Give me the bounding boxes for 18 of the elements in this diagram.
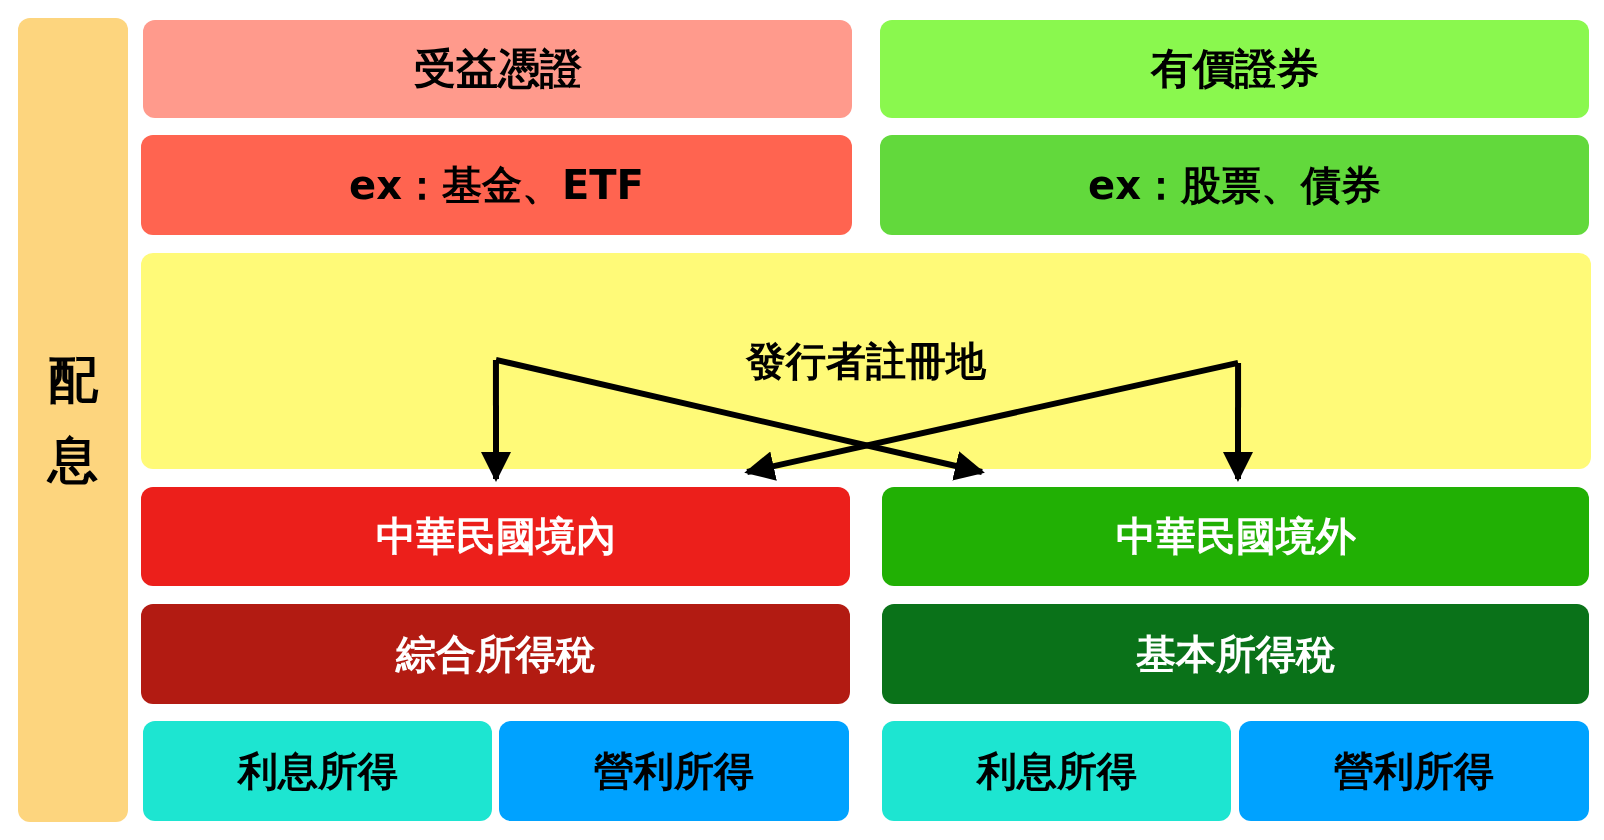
category-box: 營利所得 [1239, 721, 1589, 821]
category-box: 利息所得 [882, 721, 1231, 821]
category-box: 中華民國境外 [882, 487, 1589, 586]
category-box: 有價證券 [880, 20, 1589, 118]
category-box: 利息所得 [143, 721, 492, 821]
category-box: 基本所得稅 [882, 604, 1589, 704]
category-box: 中華民國境內 [141, 487, 850, 586]
arrow [481, 359, 511, 482]
arrow [495, 357, 985, 481]
category-box: ex：股票、債券 [880, 135, 1589, 235]
category-box: 綜合所得稅 [141, 604, 850, 704]
category-band: 發行者註冊地 [141, 253, 1591, 469]
category-box: 受益憑證 [143, 20, 852, 118]
category-box: ex：基金、ETF [141, 135, 852, 235]
arrow [744, 360, 1239, 481]
category-band: 配息 [18, 18, 128, 822]
arrow [1223, 362, 1253, 482]
category-box: 營利所得 [499, 721, 849, 821]
